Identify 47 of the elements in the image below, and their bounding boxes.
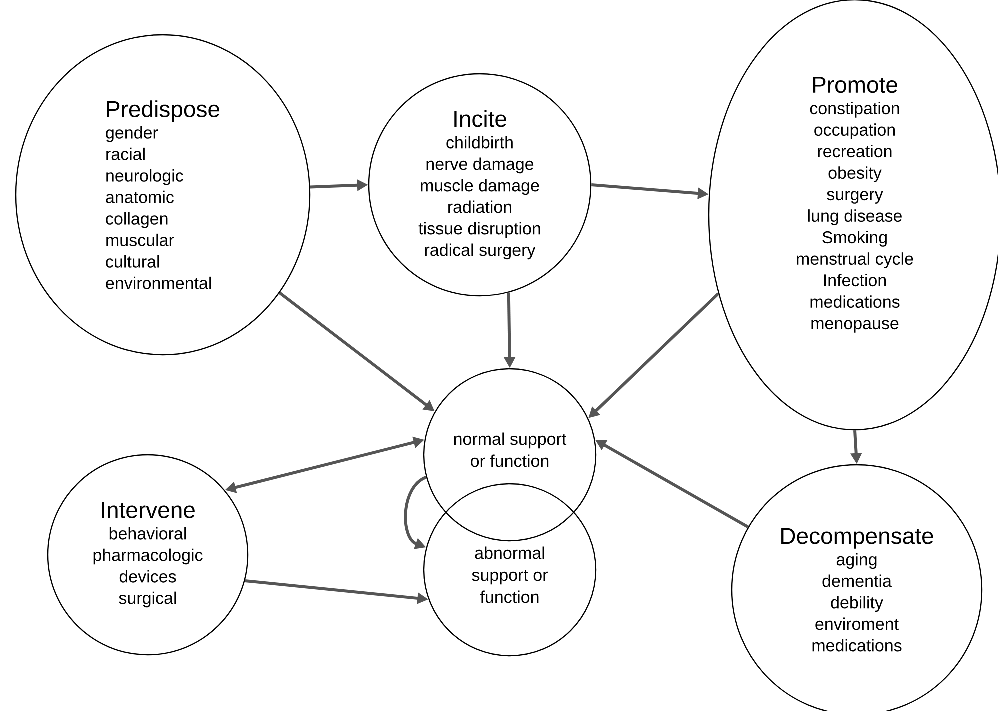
node-heading: Predispose [107, 100, 220, 122]
circle [368, 73, 592, 297]
list-item: medications [810, 296, 900, 308]
list-item: radical surgery [425, 244, 536, 260]
list-item: gender [106, 126, 158, 142]
list-item: nerve damage [426, 158, 534, 174]
list-item: anatomic [106, 190, 174, 204]
node-heading: Incite [454, 110, 506, 128]
list-item: enviroment [816, 618, 899, 630]
list-item: radiation [448, 200, 512, 214]
node-heading: Intervene [102, 502, 195, 518]
list-item: medications [812, 639, 902, 652]
circle [423, 483, 597, 657]
list-item: environmental [106, 276, 212, 290]
list-item: dementia [822, 574, 892, 588]
list-item: menstrual cycle [797, 252, 914, 268]
list-item: muscular [106, 234, 174, 246]
list-item: lung disease [808, 210, 902, 226]
list-item: occupation [814, 124, 895, 140]
list-item: constipation [810, 102, 900, 118]
list-item: obesity [828, 166, 882, 182]
circle [47, 454, 249, 656]
list-item: aging [836, 553, 877, 570]
node-text: normal support or function [454, 432, 567, 468]
list-item: debility [831, 596, 884, 612]
node-heading: Promote [813, 77, 898, 94]
list-item: devices [120, 570, 176, 583]
list-item: childbirth [446, 136, 513, 149]
list-item: menopause [812, 320, 899, 333]
list-item: pharmacologic [94, 548, 203, 565]
list-item: Infection [824, 274, 886, 287]
circle [423, 368, 597, 542]
list-item: collagen [106, 212, 168, 228]
list-item: muscle damage [421, 179, 540, 196]
node-text: abnormal support or function [472, 546, 548, 604]
list-item: recreation [818, 145, 892, 158]
list-item: behavioral [110, 527, 186, 540]
list-item: tissue disruption [418, 222, 540, 238]
list-item: neurologic [106, 169, 184, 186]
ellipse [15, 34, 311, 356]
list-item: surgery [827, 191, 884, 204]
list-item: racial [106, 148, 145, 160]
list-item: Smoking [822, 231, 887, 247]
arrow [404, 476, 428, 550]
list-item: surgical [119, 592, 176, 608]
node-heading: Decompensate [782, 528, 934, 549]
list-item: cultural [106, 255, 160, 268]
